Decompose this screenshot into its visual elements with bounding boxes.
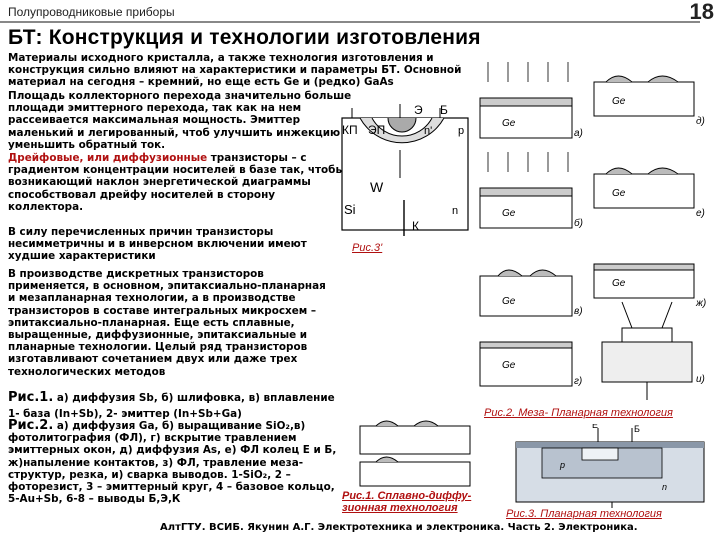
ris2-line: структур, резка, и) сварка выводов. 1-Si… [8, 468, 291, 481]
footer-text: АлтГТУ. ВСИБ. Якунин А.Г. Электротехника… [160, 522, 638, 533]
intro-line: материал на сегодня – кремний, но еще ес… [8, 76, 394, 89]
planar-n-label: n [662, 482, 667, 492]
label-emitter: Э [414, 103, 423, 117]
ris1-line-first: Рис.1. а) диффузия Sb, б) шлифовка, в) в… [8, 390, 348, 405]
label-n: n [452, 205, 458, 217]
step-a-label: а) [574, 128, 583, 139]
label-ep: ЭП [368, 123, 385, 137]
header-divider [0, 21, 700, 23]
prod-line: изготавливают сочетанием двух или даже т… [8, 353, 298, 366]
prod-line: применяется, в основном, эпитаксиально-п… [8, 280, 326, 293]
prod-line: выращенные, диффузионные, эпитаксиальные… [8, 329, 308, 342]
area-line: Площадь коллекторного перехода значитель… [8, 90, 352, 102]
ris2-line: фоторезист, 3 – эмиттерный круг, 4 – баз… [8, 481, 335, 494]
label-base: Б [440, 103, 448, 117]
slide-title: БТ: Конструкция и технологии изготовлени… [8, 26, 481, 49]
step-zh-label: ж) [695, 298, 706, 309]
drift-line-rest: транзисторы – с [207, 152, 307, 164]
step-b-label: б) [574, 217, 583, 229]
ris2-label: Рис.2. [8, 418, 54, 433]
prod-line: и мезапланарная технологии, а в производ… [8, 292, 296, 305]
label-kp: КП [342, 123, 358, 137]
ge-label: Ge [612, 188, 626, 199]
page-number: 18 [689, 0, 714, 24]
area-line: уменьшить обратный ток. [8, 138, 166, 151]
prod-line: технологических методов [8, 365, 166, 378]
ris2-line: 5-Au+Sb, 6-8 – выводы Б,Э,К [8, 493, 181, 506]
ge-label: Ge [612, 96, 626, 107]
drift-line: способствовал дрейфу носителей в сторону [8, 188, 276, 201]
step-e-label: е) [696, 208, 705, 219]
planar-p-label: p [559, 460, 565, 470]
mesa-planar-steps-figure: Ge Ge Ge д) е) ж) и) [593, 75, 706, 400]
label-p: p [458, 125, 464, 137]
label-si: Si [344, 202, 356, 217]
caption-ris1-line2: зионная технология [342, 502, 458, 514]
ge-label: Ge [502, 208, 516, 219]
intro-line: конструкция сильно влияют на характерист… [8, 64, 462, 77]
area-line: рассеивается максимальная мощность. Эмит… [8, 114, 301, 127]
ge-label: Ge [612, 278, 626, 289]
step-g-label: г) [574, 376, 582, 387]
drift-line: градиентом концентрации носителей в базе… [8, 164, 345, 177]
area-line: маленький и легированный, чтоб улучшить … [8, 126, 352, 139]
ge-label: Ge [502, 360, 516, 371]
ris1-text: а) диффузия Sb, б) шлифовка, в) вплавлен… [53, 392, 335, 404]
prod-line: эпитаксиально-планарная. Еще есть сплавн… [8, 316, 295, 329]
prod-line: планарные технологии. Целый ряд транзист… [8, 341, 308, 354]
ris2-line: эмиттерных окон, д) диффузия As, е) ФЛ к… [8, 444, 337, 457]
caption-ris1-line: Рис.1. Сплавно-диффу- [342, 490, 472, 502]
ris2-text: а) диффузия Ga, б) выращивание SiO₂,в) [53, 420, 306, 432]
ris2-description: Рис.2. а) диффузия Ga, б) выращивание Si… [8, 418, 348, 506]
top-bar: Полупроводниковые приборы 18 [0, 0, 720, 24]
prod-line: транзисторов в составе интегральных микр… [8, 304, 317, 317]
drift-line-first: Дрейфовые, или диффузионные транзисторы … [8, 152, 353, 164]
ris1-line: 1- база (In+Sb), 2- эмиттер (In+Sb+Ga) [8, 408, 242, 421]
caption-ris2-figure: Рис.2. Меза- Планарная технология [484, 407, 673, 419]
caption-ris3-figure: Рис.3. Планарная технология [506, 508, 662, 520]
area-paragraph: Площадь коллекторного перехода значитель… [8, 90, 353, 151]
drift-term: Дрейфовые, или диффузионные [8, 152, 208, 164]
planar-e-label: Е [592, 424, 598, 430]
ris2-line: ж)напыление контактов, з) ФЛ, травление … [8, 456, 304, 469]
subject-title: Полупроводниковые приборы [8, 5, 175, 19]
planar-technology-figure: Е Б p n [515, 424, 705, 508]
drift-line: возникающий наклон энергетической диагра… [8, 176, 311, 189]
planar-b-label: Б [634, 424, 640, 434]
label-n-prime: n' [424, 125, 432, 137]
asym-paragraph: В силу перечисленных причин транзисторы … [8, 226, 353, 263]
drift-paragraph: Дрейфовые, или диффузионные транзисторы … [8, 152, 353, 213]
ge-label: Ge [502, 296, 516, 307]
transistor-cross-section-figure: КП ЭП Э Б n' p W Si n К [341, 103, 469, 236]
caption-ris3-prime: Рис.3' [352, 242, 383, 254]
ris2-line: фотолитография (ФЛ), г) вскрытие травлен… [8, 432, 297, 445]
ge-label: Ge [502, 118, 516, 129]
asym-line: худшие характеристики [8, 250, 156, 263]
label-k: К [412, 219, 419, 233]
ris1-description: Рис.1. а) диффузия Sb, б) шлифовка, в) в… [8, 390, 348, 421]
caption-ris1-figure: Рис.1. Сплавно-диффу- зионная технология [342, 490, 471, 514]
asym-line: В силу перечисленных причин транзисторы [8, 226, 274, 238]
ris2-line-first: Рис.2. а) диффузия Ga, б) выращивание Si… [8, 418, 348, 433]
area-line: площади эмиттерного перехода, так как на… [8, 102, 302, 115]
intro-paragraph: Материалы исходного кристалла, а также т… [8, 52, 478, 89]
asym-line: несимметричны и в инверсном включении им… [8, 238, 307, 251]
drift-line: коллектора. [8, 200, 84, 213]
step-i-label: и) [696, 374, 705, 385]
intro-line: Материалы исходного кристалла, а также т… [8, 52, 434, 64]
prod-line: В производстве дискретных транзисторов [8, 268, 264, 280]
label-w: W [370, 179, 384, 195]
step-v-label: в) [574, 306, 583, 317]
ris1-label: Рис.1. [8, 390, 54, 405]
step-d-label: д) [696, 116, 705, 127]
alloy-diffusion-steps-figure: Ge Ge Ge Ge а) б) в) г) [479, 62, 583, 387]
production-paragraph: В производстве дискретных транзисторов п… [8, 268, 353, 378]
alloy-diffusion-bottom-figure [359, 420, 471, 487]
